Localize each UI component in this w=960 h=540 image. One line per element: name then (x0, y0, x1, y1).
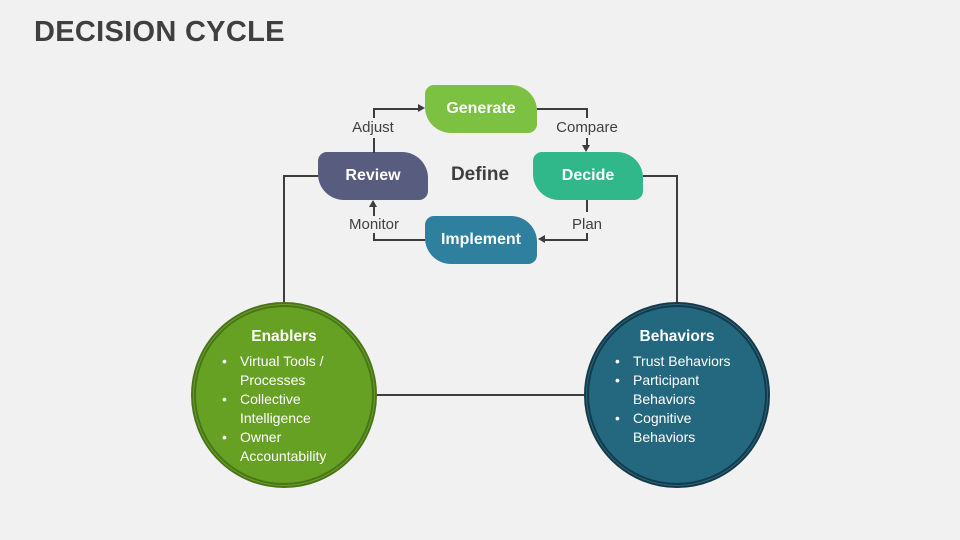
bullet-icon: • (222, 391, 227, 407)
connector-label-monitor: Monitor (348, 216, 400, 233)
bullet-icon: • (615, 353, 620, 369)
connector-monitor-line (373, 207, 375, 216)
bullet-icon: • (615, 372, 620, 388)
connector-review-enablers-line (283, 175, 285, 304)
enablers-title: Enablers (251, 328, 317, 345)
arrowhead-down-icon (582, 145, 590, 152)
connector-plan-line (545, 239, 588, 241)
connector-monitor-line (373, 239, 425, 241)
connector-compare-line (586, 108, 588, 118)
connector-label-compare: Compare (556, 119, 618, 136)
cycle-step-decide: Decide (533, 152, 643, 200)
connector-compare-line (586, 138, 588, 146)
cycle-step-generate-label: Generate (446, 100, 516, 117)
enablers-list: • Virtual Tools / Processes • Collective… (196, 352, 372, 466)
arrowhead-right-icon (418, 104, 425, 112)
cycle-step-review: Review (318, 152, 428, 200)
arrowhead-left-icon (538, 235, 545, 243)
connector-plan-line (586, 233, 588, 241)
list-item: • Participant Behaviors (610, 371, 765, 409)
cycle-step-review-label: Review (345, 167, 401, 184)
page-title: DECISION CYCLE (34, 16, 285, 48)
list-item: • Cognitive Behaviors (610, 409, 765, 447)
bullet-icon: • (222, 353, 227, 369)
connector-decide-behaviors-line (676, 175, 678, 304)
connector-label-adjust: Adjust (352, 119, 394, 136)
connector-decide-behaviors-line (643, 175, 678, 177)
arrowhead-up-icon (369, 200, 377, 207)
cycle-step-decide-label: Decide (561, 167, 615, 184)
connector-adjust-line (373, 108, 418, 110)
bullet-icon: • (222, 429, 227, 445)
cycle-step-generate: Generate (425, 85, 537, 133)
list-item: • Trust Behaviors (610, 352, 765, 371)
connector-label-plan: Plan (571, 216, 603, 233)
bullet-icon: • (615, 410, 620, 426)
connector-plan-line (586, 200, 588, 212)
behaviors-title: Behaviors (639, 328, 715, 345)
connector-monitor-line (373, 233, 375, 241)
cycle-center-label: Define (450, 164, 510, 185)
cycle-step-implement-label: Implement (440, 231, 521, 248)
connector-review-enablers-line (283, 175, 318, 177)
connector-adjust-line (373, 138, 375, 153)
behaviors-circle: Behaviors • Trust Behaviors • Participan… (584, 302, 770, 488)
list-item: • Virtual Tools / Processes (217, 352, 372, 390)
cycle-step-implement: Implement (425, 216, 537, 264)
connector-enablers-behaviors-line (377, 394, 584, 396)
connector-compare-line (537, 108, 588, 110)
list-item: • Owner Accountability (217, 428, 372, 466)
connector-adjust-line (373, 108, 375, 118)
list-item: • Collective Intelligence (217, 390, 372, 428)
enablers-circle: Enablers • Virtual Tools / Processes • C… (191, 302, 377, 488)
behaviors-list: • Trust Behaviors • Participant Behavior… (589, 352, 765, 447)
